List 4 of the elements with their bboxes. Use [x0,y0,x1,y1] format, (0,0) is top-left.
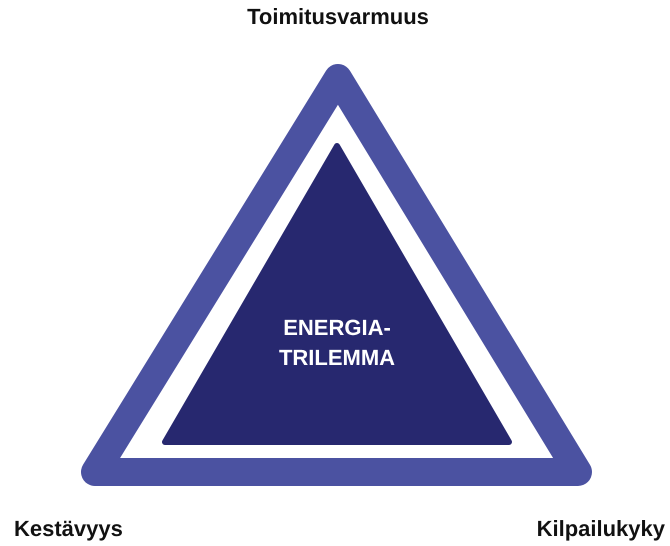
title-text: ENERGIA- TRILEMMA [278,314,396,372]
corner-label: Toimitusvarmuus [247,4,429,30]
corner-label: Kilpailukyky [536,516,665,542]
corner-label: Kestävyys [14,516,123,542]
